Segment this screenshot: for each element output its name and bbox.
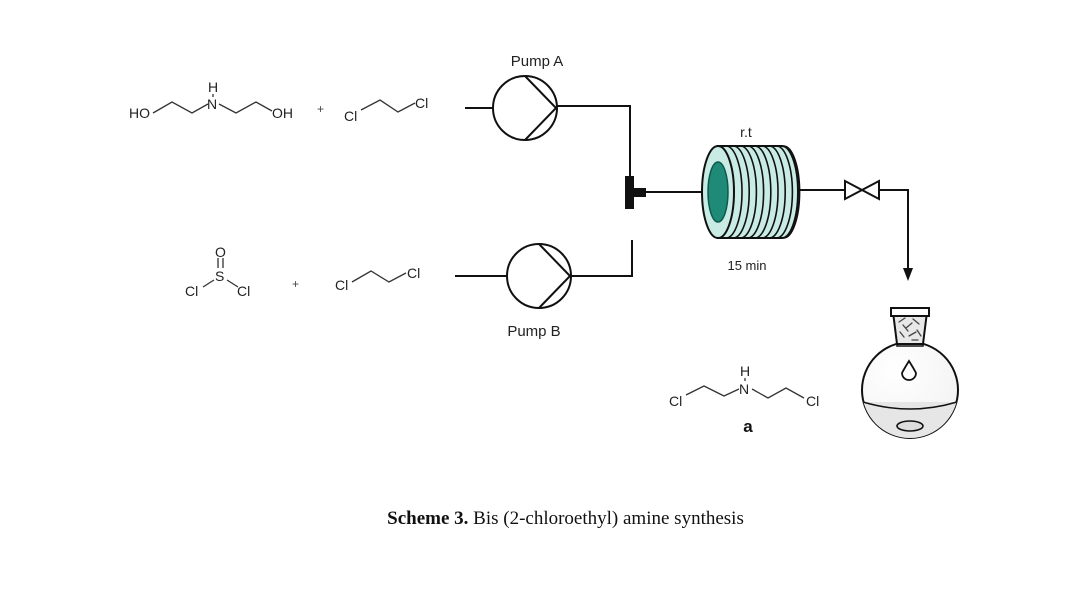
scheme-caption: Scheme 3. Bis (2-chloroethyl) amine synt… xyxy=(0,508,1071,530)
h-atom: H xyxy=(208,79,218,95)
caption-text: Bis (2-chloroethyl) amine synthesis xyxy=(468,508,744,529)
coil-reactor-icon xyxy=(701,145,801,239)
oh-atom: OH xyxy=(272,105,293,121)
round-bottom-flask-icon xyxy=(861,307,959,439)
o-atom: O xyxy=(215,244,226,260)
dichloroethane-structure-a: Cl Cl xyxy=(344,95,428,124)
cl-atom: Cl xyxy=(185,283,198,299)
dichloroethane-structure-b: Cl Cl xyxy=(335,265,420,293)
plus-sign-b: + xyxy=(292,277,299,291)
valve-to-flask-line xyxy=(879,189,909,270)
valve-icon xyxy=(844,179,880,201)
pump-a-icon xyxy=(492,75,558,141)
cl-atom: Cl xyxy=(335,277,348,293)
h-atom: H xyxy=(740,363,750,379)
plus-sign-a: + xyxy=(317,102,324,116)
reactor-coil-ring xyxy=(761,145,779,239)
reactor-coil-ring xyxy=(725,145,743,239)
caption-prefix: Scheme 3. xyxy=(387,508,469,529)
cl-atom: Cl xyxy=(407,265,420,281)
n-atom: N xyxy=(207,96,217,112)
n-atom: N xyxy=(739,381,749,397)
cl-atom: Cl xyxy=(669,393,682,409)
pump-a-outlet-line xyxy=(556,105,631,178)
reactor-coil-ring xyxy=(733,145,750,239)
diethanolamine-structure: HO N H OH xyxy=(129,79,293,121)
cl-atom: Cl xyxy=(344,108,357,124)
pump-b-outlet-line xyxy=(570,240,633,277)
reactor-coil-ring xyxy=(783,145,801,239)
product-structure: Cl N H Cl xyxy=(669,363,819,409)
s-atom: S xyxy=(215,268,224,284)
ho-atom: HO xyxy=(129,105,150,121)
reactor-coil-ring xyxy=(769,145,786,239)
arrow-down-icon xyxy=(903,268,913,281)
pump-b-icon xyxy=(506,243,572,309)
pump-b-label: Pump B xyxy=(507,323,560,340)
reactor-condition-label: r.t xyxy=(740,124,752,140)
reactor-coil-ring xyxy=(754,145,772,239)
pump-a-label: Pump A xyxy=(511,53,564,70)
reactor-coil-ring xyxy=(747,145,765,239)
reactor-time-label: 15 min xyxy=(727,258,766,273)
cl-atom: Cl xyxy=(806,393,819,409)
product-label: a xyxy=(743,417,753,436)
t-mixer-icon xyxy=(625,176,646,209)
thionyl-chloride-structure: O S Cl Cl xyxy=(185,244,250,299)
cl-atom: Cl xyxy=(415,95,428,111)
reactor-coil-ring xyxy=(776,145,794,239)
cl-atom: Cl xyxy=(237,283,250,299)
reactor-coil-ring xyxy=(740,145,758,239)
